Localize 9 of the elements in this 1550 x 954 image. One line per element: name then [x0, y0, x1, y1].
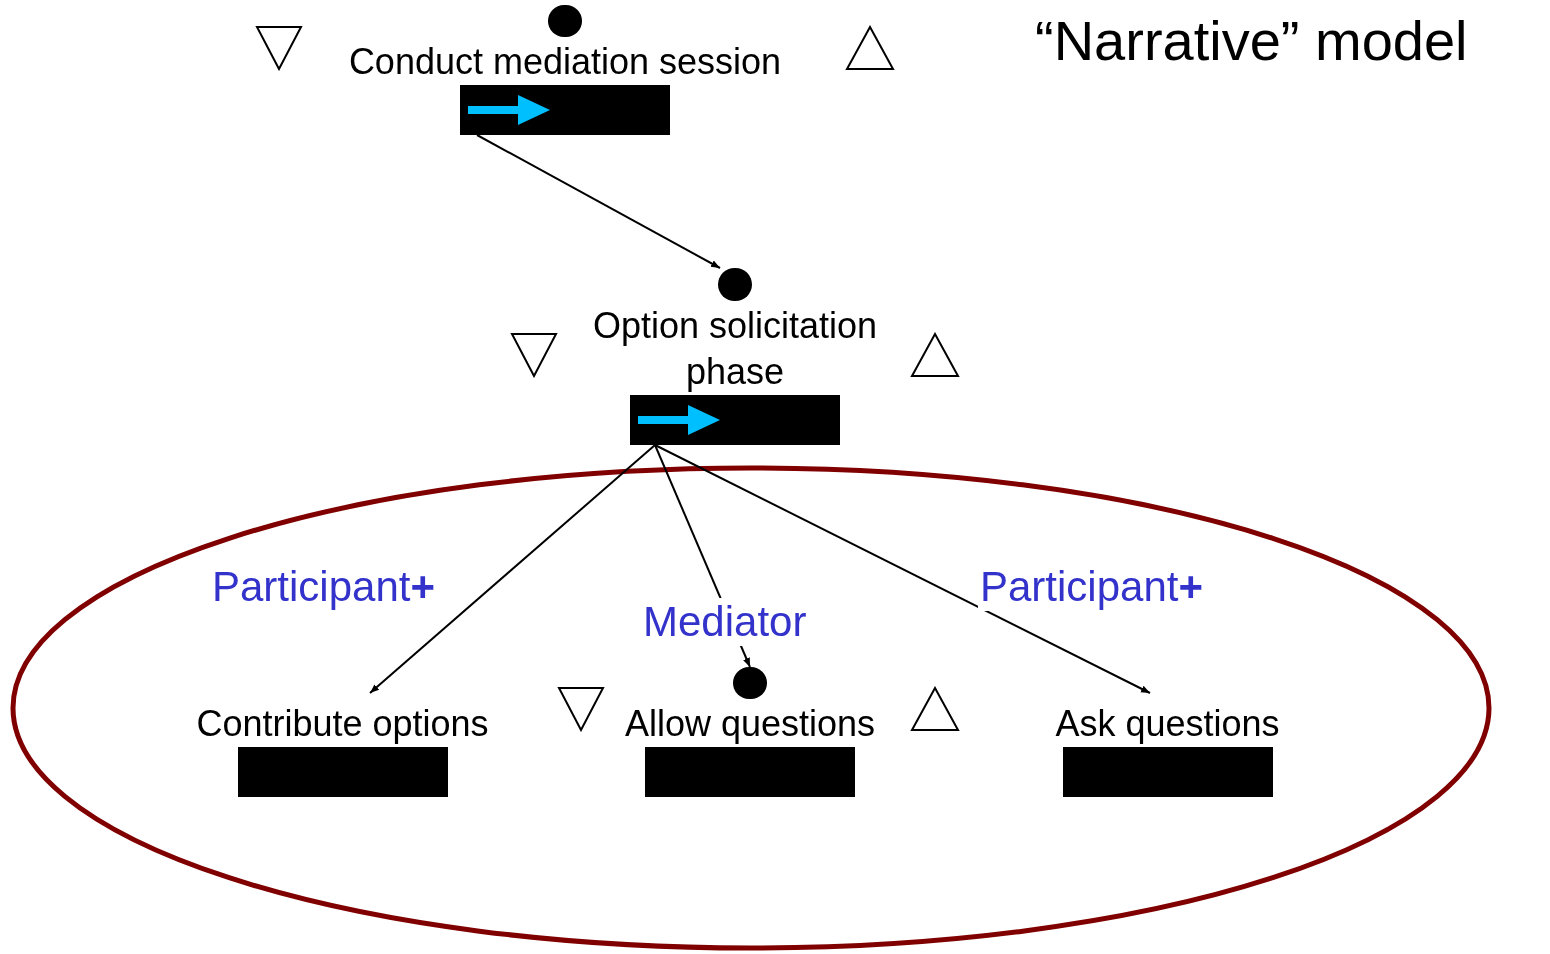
task-label: Conduct mediation session [348, 40, 782, 84]
diagram-title: “Narrative” model [1035, 8, 1468, 74]
task-label: Allow questions [624, 702, 876, 746]
task-label: Ask questions [1055, 702, 1280, 746]
task-label: Option solicitation phase [591, 304, 879, 394]
arrow [654, 444, 1151, 694]
task-label: Contribute options [196, 702, 489, 746]
arrow [476, 134, 721, 269]
arrow [369, 444, 656, 694]
